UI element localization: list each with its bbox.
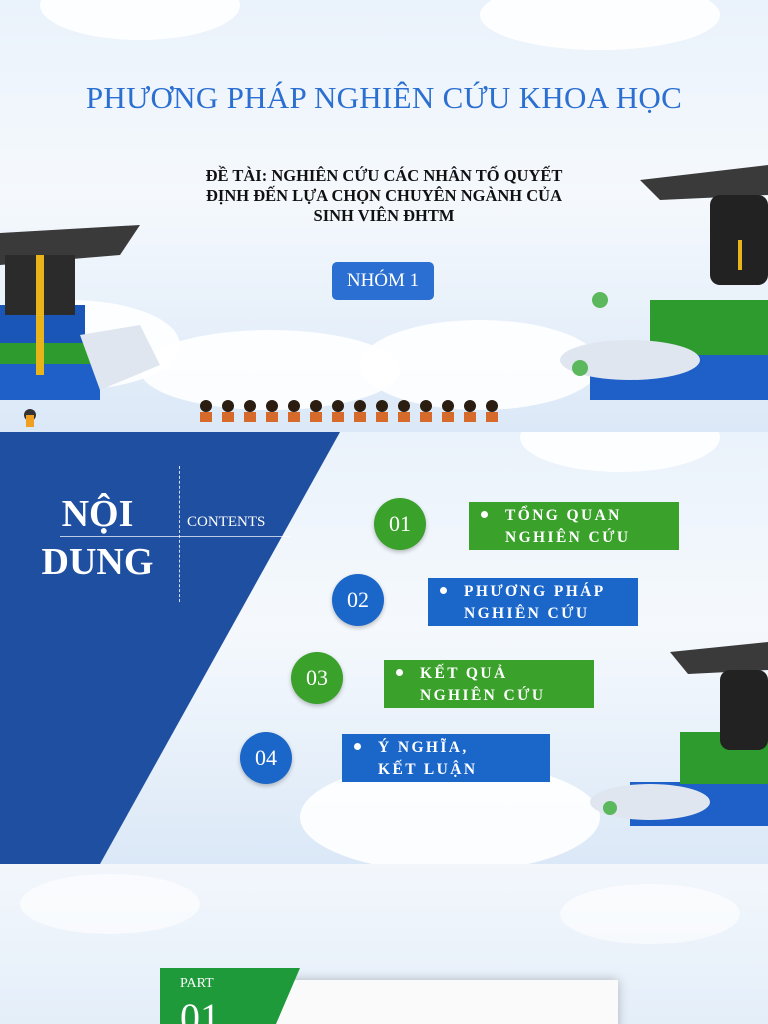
contents-title-line: DUNG	[41, 541, 154, 583]
item-label-line: KẾT LUẬN	[378, 761, 478, 778]
item-number-badge: 03	[291, 652, 343, 704]
contents-slide: NỘI DUNG CONTENTS 01 TỔNG QUAN NGHIÊN CỨ…	[0, 432, 768, 864]
contents-item-04[interactable]: Ý NGHĨA, KẾT LUẬN	[342, 734, 550, 782]
part-content-card	[260, 980, 618, 1024]
item-number-badge: 02	[332, 574, 384, 626]
cloud-decoration	[480, 0, 720, 50]
contents-label: CONTENTS	[187, 514, 266, 530]
group-badge[interactable]: NHÓM 1	[332, 262, 434, 300]
part-number: 01	[180, 995, 220, 1024]
cloud-decoration	[140, 330, 400, 410]
topic-line: ĐỀ TÀI: NGHIÊN CỨU CÁC NHÂN TỐ QUYẾT	[205, 166, 563, 185]
contents-divider-horizontal	[60, 536, 290, 537]
cloud-decoration	[360, 320, 600, 410]
topic-line: ĐỊNH ĐẾN LỰA CHỌN CHUYÊN NGÀNH CỦA	[206, 186, 562, 205]
presentation-title: PHƯƠNG PHÁP NGHIÊN CỨU KHOA HỌC	[85, 80, 683, 115]
contents-item-01[interactable]: TỔNG QUAN NGHIÊN CỨU	[469, 502, 679, 550]
bullet-icon	[354, 743, 361, 750]
bullet-icon	[440, 587, 447, 594]
topic-line: SINH VIÊN ĐHTM	[313, 206, 455, 225]
item-label-line: NGHIÊN CỨU	[505, 529, 631, 546]
cloud-decoration	[40, 0, 240, 40]
item-number-badge: 01	[374, 498, 426, 550]
cloud-decoration	[560, 884, 740, 944]
item-label-line: KẾT QUẢ	[420, 665, 508, 682]
graduation-books-illustration-left	[0, 225, 160, 427]
graduation-books-illustration-right	[590, 642, 768, 826]
item-label-line: NGHIÊN CỨU	[464, 605, 590, 622]
part-label: PART	[180, 976, 214, 991]
contents-divider-vertical	[179, 466, 180, 602]
topic-text: ĐỀ TÀI: NGHIÊN CỨU CÁC NHÂN TỐ QUYẾT ĐỊN…	[150, 166, 618, 226]
contents-item-02[interactable]: PHƯƠNG PHÁP NGHIÊN CỨU	[428, 578, 638, 626]
students-row-illustration	[200, 400, 498, 422]
item-label-line: PHƯƠNG PHÁP	[464, 583, 606, 600]
item-number-badge: 04	[240, 732, 292, 784]
contents-item-03[interactable]: KẾT QUẢ NGHIÊN CỨU	[384, 660, 594, 708]
title-slide: PHƯƠNG PHÁP NGHIÊN CỨU KHOA HỌC ĐỀ TÀI: …	[0, 0, 768, 432]
item-label-line: TỔNG QUAN	[505, 507, 622, 524]
part-slide: PART 01	[0, 864, 768, 1024]
graduation-books-illustration-right	[560, 165, 768, 400]
contents-title-line: NỘI	[61, 493, 134, 535]
contents-blue-panel	[0, 432, 340, 864]
bullet-icon	[396, 669, 403, 676]
bullet-icon	[481, 511, 488, 518]
part-tag-shape	[160, 968, 300, 1024]
item-label-line: Ý NGHĨA,	[378, 739, 469, 756]
cloud-decoration	[20, 874, 200, 934]
item-label-line: NGHIÊN CỨU	[420, 687, 546, 704]
